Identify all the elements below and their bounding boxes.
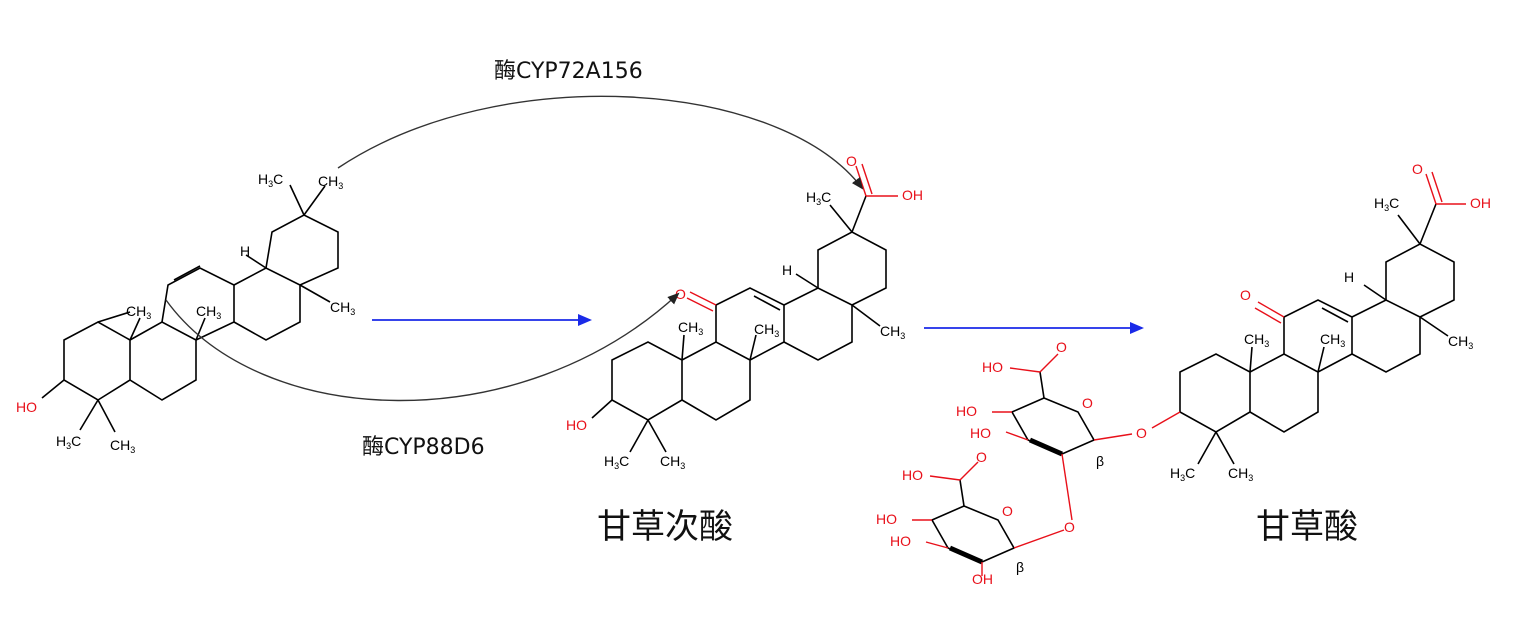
enzyme-label-lower: 酶CYP88D6	[362, 435, 485, 460]
enzyme-label-upper: 酶CYP72A156	[494, 59, 643, 84]
carboxyl-oh-label-2: OH	[902, 187, 923, 203]
methyl-label: CH3	[126, 303, 151, 321]
methyl-label: CH3	[660, 453, 685, 471]
carbonyl-oxygen-label-3: O	[1412, 161, 1423, 177]
methyl-label: H3C	[258, 171, 283, 189]
product-label-final: 甘草酸	[1256, 507, 1358, 547]
carboxyl-o-upper: O	[1056, 339, 1067, 355]
methyl-label: CH3	[330, 299, 355, 317]
hydroxyl-ho-lower-1: HO	[876, 511, 897, 527]
methyl-label: CH3	[1320, 331, 1345, 349]
carboxyl-ho-lower: HO	[902, 467, 923, 483]
methyl-label: H3C	[1170, 465, 1195, 483]
methyl-label: H3C	[604, 453, 629, 471]
methyl-label: CH3	[1228, 465, 1253, 483]
ring-oxygen-lower: O	[1002, 503, 1013, 519]
hydroxyl-oh-lower: OH	[972, 571, 993, 587]
carboxyl-ho-upper: HO	[982, 359, 1003, 375]
carbonyl-oxygen-label-2: O	[846, 153, 857, 169]
methyl-label: CH3	[1244, 331, 1269, 349]
molecule-glycyrrhetinic-acid	[591, 163, 898, 453]
beta-label-upper: β	[1096, 453, 1104, 469]
sugar-unit-lower	[912, 461, 1065, 576]
molecule-beta-amyrin	[41, 184, 339, 433]
hydrogen-label-2: H	[782, 262, 792, 278]
ketone-oxygen-label-3: O	[1240, 287, 1251, 303]
hydrogen-label-3: H	[1344, 269, 1354, 285]
hydroxyl-label-1: HO	[16, 399, 37, 415]
glycosidic-oxygen-lower: O	[1064, 519, 1075, 535]
glycosidic-oxygen-upper: O	[1136, 425, 1147, 441]
ketone-oxygen-label-2: O	[675, 286, 686, 302]
methyl-label: H3C	[1374, 195, 1399, 213]
methyl-label: CH3	[880, 323, 905, 341]
hydroxyl-label-2: HO	[566, 417, 587, 433]
hydroxyl-ho-upper-2: HO	[970, 425, 991, 441]
ring-oxygen-upper: O	[1082, 395, 1093, 411]
enzyme-arc-lower	[165, 292, 680, 402]
enzyme-arc-upper	[337, 95, 864, 190]
methyl-label: CH3	[318, 173, 343, 191]
carboxyl-oh-label-3: OH	[1470, 195, 1491, 211]
methyl-label: H3C	[806, 189, 831, 207]
beta-label-lower: β	[1016, 559, 1024, 575]
hydrogen-label-1: H	[240, 243, 250, 259]
carboxyl-o-lower: O	[976, 449, 987, 465]
methyl-label: CH3	[196, 303, 221, 321]
methyl-label: H3C	[56, 433, 81, 451]
methyl-label: CH3	[1448, 333, 1473, 351]
sugar-unit-upper	[992, 353, 1133, 521]
molecule-glycyrrhizin-aglycone	[1151, 171, 1466, 465]
methyl-label: CH3	[678, 319, 703, 337]
hydroxyl-ho-lower-2: HO	[890, 533, 911, 549]
hydroxyl-ho-upper-1: HO	[956, 403, 977, 419]
methyl-label: CH3	[110, 437, 135, 455]
methyl-label: CH3	[754, 321, 779, 339]
product-label-intermediate: 甘草次酸	[597, 507, 733, 547]
